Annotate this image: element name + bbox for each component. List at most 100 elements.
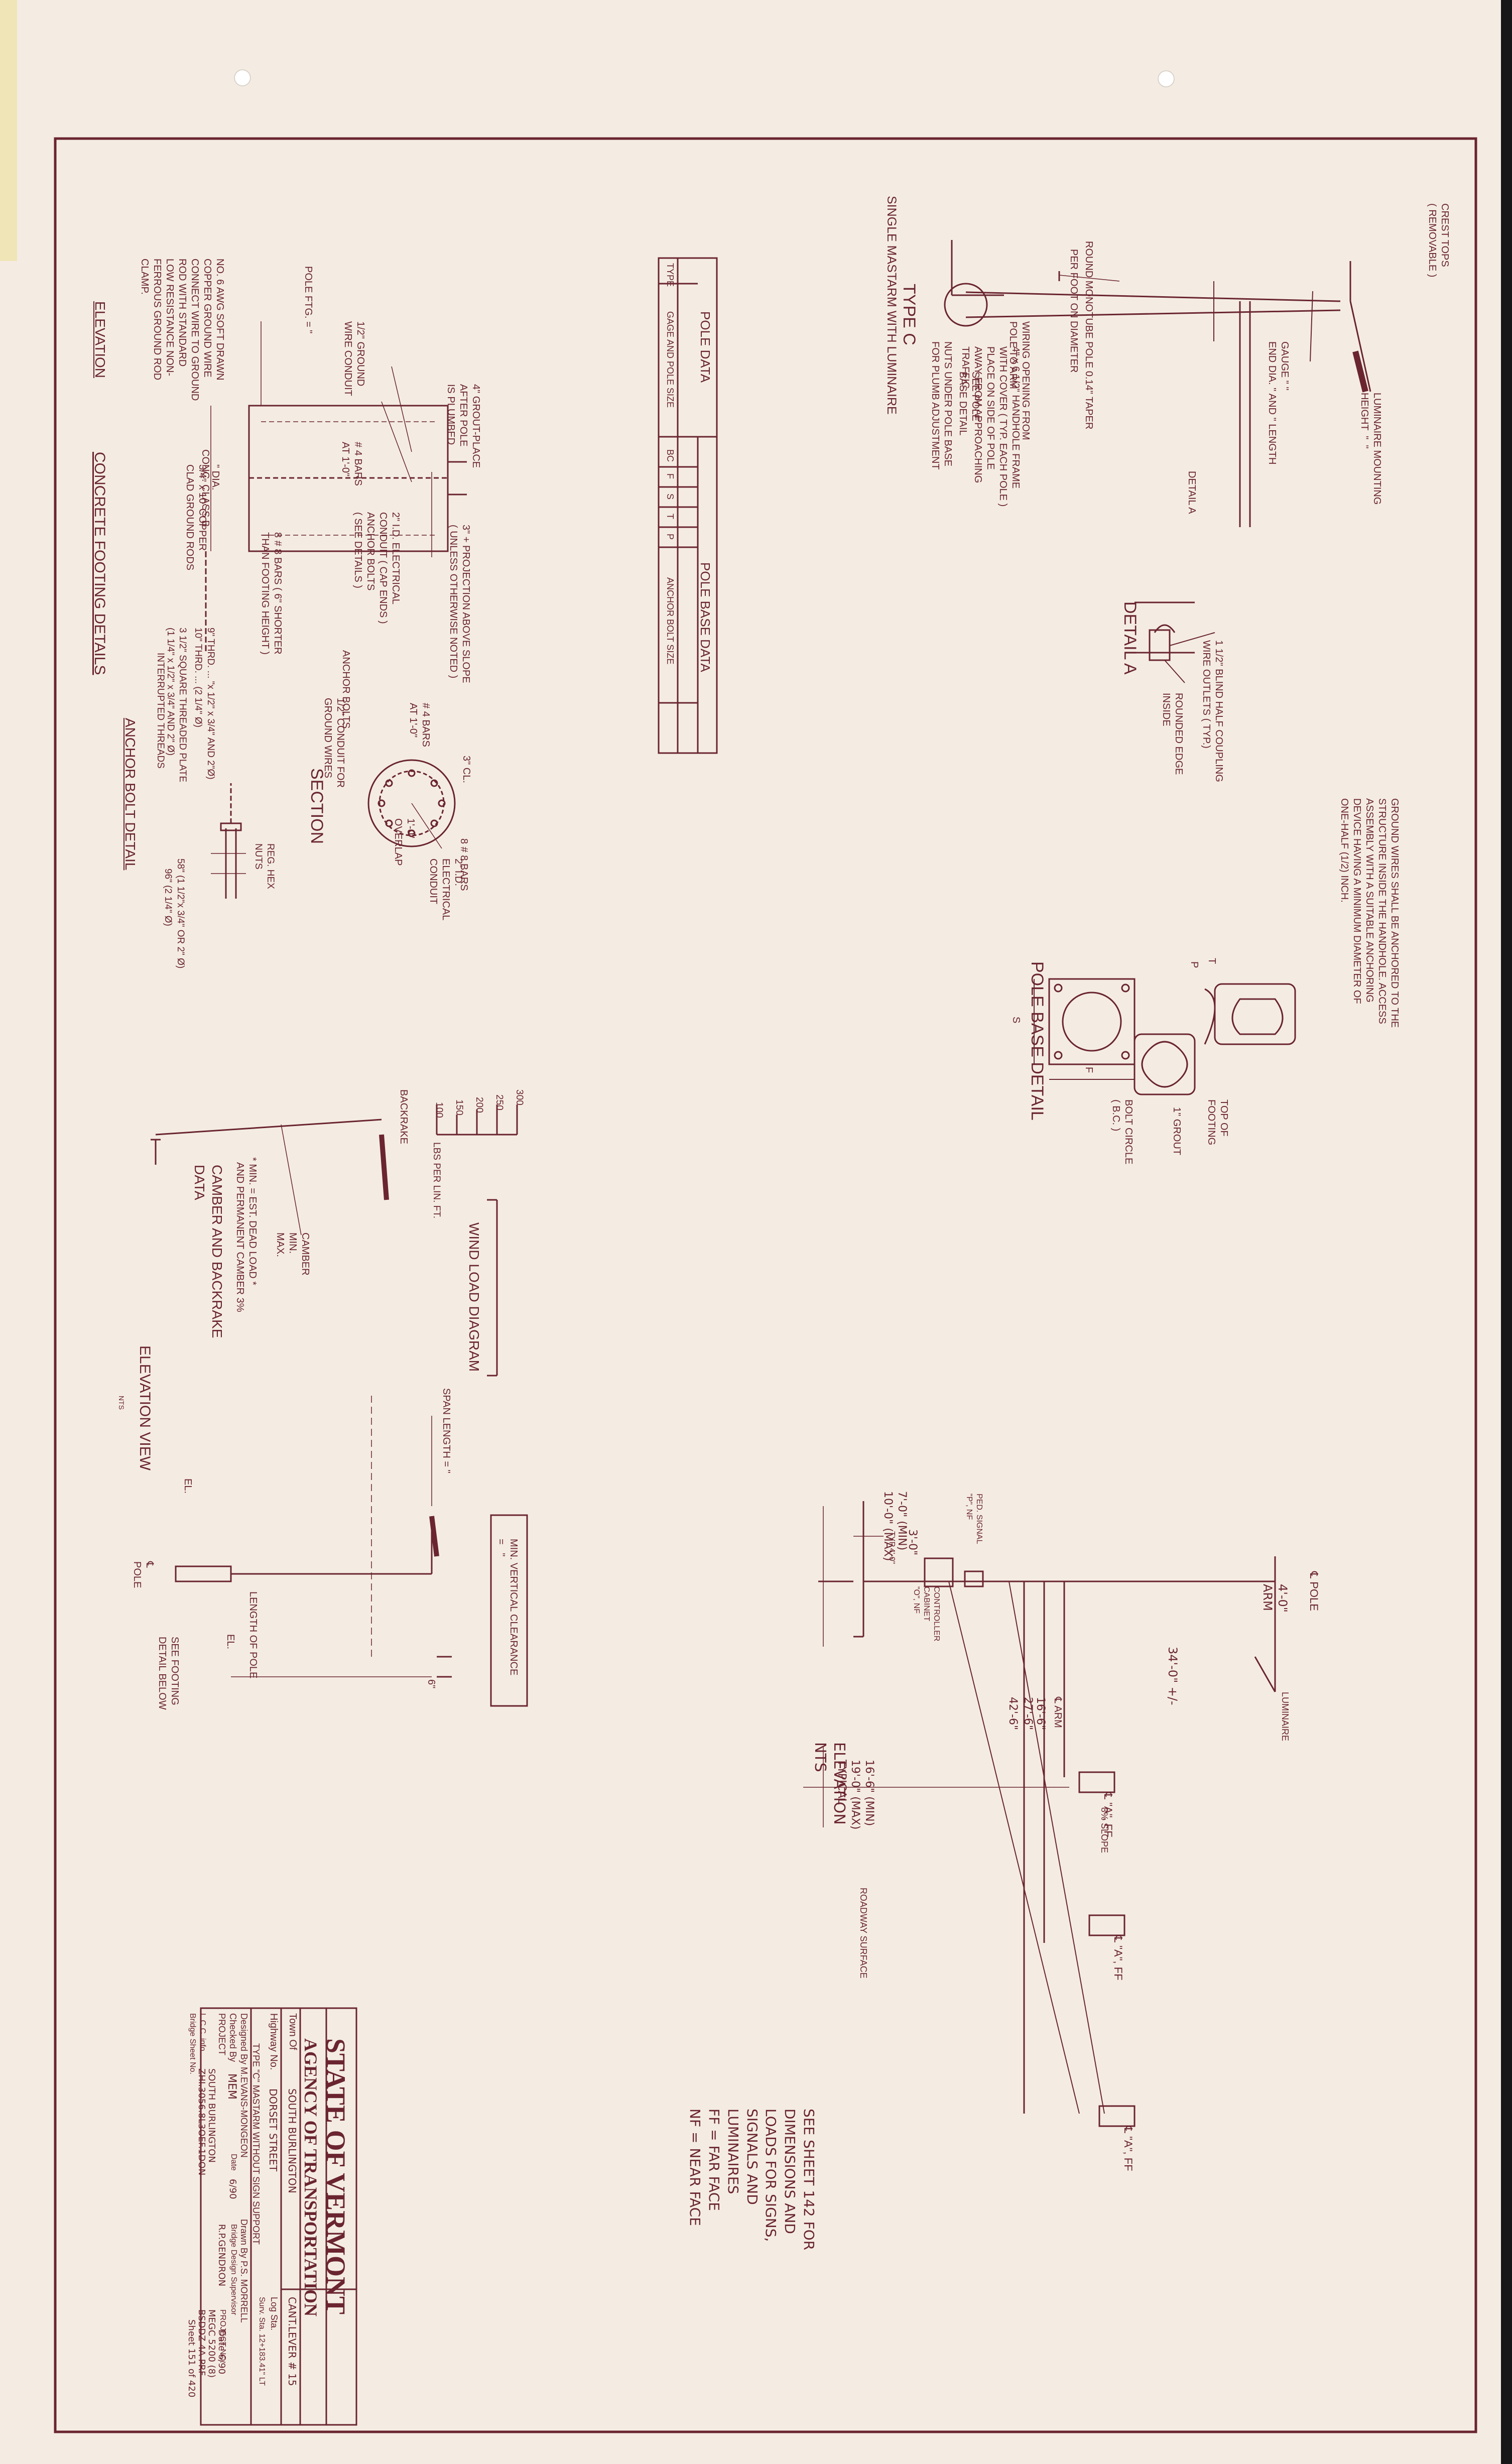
pole-base-drawing: [1034, 978, 1296, 1095]
elevation-nts-title: ELEVATION NTS: [811, 1742, 848, 1825]
footing-bars-8-label: 8 # 8 BARS ( 6" SHORTER THAN FOOTING HEI…: [260, 532, 283, 655]
wind-tick-200: 200: [474, 1097, 484, 1113]
dim-27-6: 27'-6": [1022, 1697, 1034, 1731]
footing-bars-4-label: # 4 BARS AT 1'-0": [340, 442, 363, 486]
table-header-bc: BC: [665, 449, 675, 462]
anchor-bolt-drawing: [211, 783, 246, 899]
length-of-pole-label: LENGTH OF POLE: [247, 1591, 259, 1679]
min-vertical-clearance-label: MIN. VERTICAL CLEARANCE = ": [495, 1539, 519, 1676]
project-no-value: MEGC 5200 (8): [206, 2309, 217, 2378]
sign-a-ff-3: ℄ "A", FF: [1122, 2126, 1135, 2171]
anchor-reg-hex-label: REG. HEX NUTS: [253, 843, 276, 889]
elevation-label: ELEVATION: [92, 301, 108, 379]
bolt-circle-label: BOLT CIRCLE ( B.C. ): [1110, 1099, 1134, 1165]
bridge-design-supervisor-label: Bridge Design Supervisor: [229, 2224, 238, 2315]
elevation-view-title: ELEVATION VIEW: [137, 1345, 153, 1470]
anchor-thrd-2-label: 10" THRD. ... (2 1/4" Ø): [193, 628, 203, 727]
anchor-interrupted-label: INTERRUPTED THREADS: [155, 653, 166, 769]
rounded-edge-label: ROUNDED EDGE INSIDE: [1161, 693, 1184, 775]
section-bars-8-label: 8 # 8 BARS: [458, 838, 469, 891]
camber-backrake-title: CAMBER AND BACKRAKE DATA: [192, 1165, 225, 1338]
checked-by-label: Checked By: [228, 2013, 238, 2062]
punch-hole-left: [234, 69, 251, 86]
anchor-dim-58: 58" (1 1/2"x 3/4" OR 2" Ø): [175, 858, 186, 969]
nuts-under-label: NUTS UNDER POLE BASE FOR PLUMB ADJUSTMEN…: [930, 341, 953, 470]
detail-a-drawing: [1135, 601, 1215, 683]
wind-tick-100: 100: [434, 1102, 444, 1118]
pole-base-detail-title: POLE BASE DETAIL: [1028, 961, 1047, 1121]
ground-wire-conduit-label: 1/2" GROUND WIRE CONDUIT: [342, 321, 366, 396]
backrake-label: BACKRAKE: [398, 1089, 409, 1144]
supervisor-value: R.P.GENDRON: [216, 2224, 227, 2287]
dim-3ft-label: 3'-0": [906, 1529, 919, 1556]
table-header-gage: GAGE AND POLE SIZE: [665, 311, 675, 408]
sheet-edge: [1501, 0, 1512, 2464]
pole-base-p: P: [1189, 961, 1200, 968]
dia-label: " DIA.: [210, 464, 221, 490]
date-label: Date: [229, 2154, 238, 2171]
pole-data-title: POLE DATA: [698, 311, 713, 383]
cl-pole-label: ℄ POLE: [1308, 1571, 1320, 1611]
per-foot-label: PER FOOT ON DIAMETER: [1068, 249, 1079, 373]
footing-elevation: [205, 321, 467, 653]
roadway-surface-label: ROADWAY SURFACE: [858, 1888, 868, 1979]
highway-no-value: DORSET STREET: [267, 2088, 279, 2172]
pole-base-s: S: [1011, 1017, 1022, 1024]
date-value: 6/90: [227, 2179, 238, 2199]
type-c-subtitle: SINGLE MASTARM WITH LUMINAIRE: [885, 196, 899, 415]
dim-34ft-label: 34'-0" +/-: [1166, 1647, 1180, 1705]
controller-cabinet-label: CONTROLLER CABINET "O", NF: [912, 1586, 941, 1642]
anchor-bolt-detail-title: ANCHOR BOLT DETAIL: [122, 718, 138, 871]
lcc-info-label: L.C.C. info.: [198, 2013, 207, 2054]
camber-drawing: [151, 1119, 389, 1236]
drawn-by: Drawn By P.S. MORRELL: [239, 2219, 249, 2323]
table-header-t: T: [665, 514, 675, 519]
anchor-thrd-1-label: 9" THRD. ... "x 1/2" x 3/4" AND 2"Ø): [205, 628, 216, 780]
table-header-anchor-bolt: ANCHOR BOLT SIZE: [665, 577, 675, 665]
top-of-footing-label: TOP OF FOOTING: [1206, 1099, 1229, 1146]
camber-note: * MIN. = EST. DEAD LOAD * AND PERMANENT …: [234, 1157, 258, 1312]
pole-base-t: T: [1206, 958, 1217, 964]
table-header-p: P: [665, 534, 675, 540]
type-description: TYPE "C" MASTARM WITHOUT SIGN SUPPORT: [251, 2043, 261, 2245]
section-drawing: [367, 759, 456, 849]
elevation-nts-drawing: [803, 1501, 1276, 2127]
see-sheet-note: SEE SHEET 142 FOR DIMENSIONS AND LOADS F…: [687, 2109, 817, 2251]
end-dia-label: END DIA. " AND " LENGTH: [1267, 341, 1278, 465]
gauge-label: GAUGE " ": [1279, 341, 1290, 391]
sheet-border: [54, 137, 1477, 2433]
type-c-pole: [944, 240, 1371, 527]
project-value: SOUTH BURLINGTON: [206, 2068, 217, 2163]
project-label: PROJECT: [217, 2013, 227, 2056]
lbs-per-lin-ft-label: LBS PER LIN. FT.: [431, 1142, 442, 1219]
see-footing-label: SEE FOOTING DETAIL BELOW: [157, 1637, 180, 1710]
sign-a-ff-2: ℄ "A", FF: [1112, 1935, 1124, 1981]
ped-signal-label: PED. SIGNAL "P", NF: [965, 1494, 983, 1544]
town-of-value: SOUTH BURLINGTON: [286, 2088, 298, 2193]
wind-tick-150: 150: [454, 1099, 464, 1116]
punch-hole-right: [1158, 70, 1175, 87]
type-c-title: TYPE C: [900, 284, 919, 345]
designed-by: Designed By M.EVANS-MONGEON: [239, 2013, 249, 2158]
section-overlap-label: 1'-0" OVERLAP: [393, 818, 416, 866]
log-sta-label: Log Sta.: [269, 2297, 279, 2331]
wind-tick-250: 250: [494, 1094, 505, 1111]
lcc-info-value: ZHI.3056.8L3OEF.1DON: [196, 2068, 207, 2176]
elevation-view-nts: NTS: [117, 1396, 125, 1410]
table-header-f: F: [665, 473, 675, 479]
sign-a-ff-1: ℄ "A", FF: [1102, 1792, 1114, 1837]
section-cl-label: 3" CL.: [461, 756, 472, 783]
surv-sta-label: Surv. Sta. 12+183.41" LT: [258, 2297, 266, 2386]
luminaire-mounting-label: LUMINAIRE MOUNTING HEIGHT " ": [1359, 393, 1382, 505]
dim-16-6: 16'-6": [1034, 1697, 1047, 1731]
cl-arm-label: ℄ ARM: [1052, 1697, 1063, 1728]
detail-a-title: DETAIL A: [1120, 601, 1140, 675]
see-pole-base-label: SEE POLE BASE DETAIL: [957, 372, 981, 436]
section-bars-4-label: # 4 BARS AT 1'-0": [408, 703, 431, 747]
luminaire-label: LUMINAIRE: [1280, 1692, 1290, 1742]
anchor-square-plate-label: 3 1/2" SQUARE THREADED PLATE (1 1/4" x 1…: [165, 628, 188, 783]
electrical-conduit-label: 2" I.D. ELECTRICAL CONDUIT ( CAP ENDS ) …: [352, 512, 401, 624]
grout-label: 1" GROUT: [1171, 1107, 1182, 1155]
bsc-value: BSDDZ 4A PRF: [196, 2309, 207, 2376]
